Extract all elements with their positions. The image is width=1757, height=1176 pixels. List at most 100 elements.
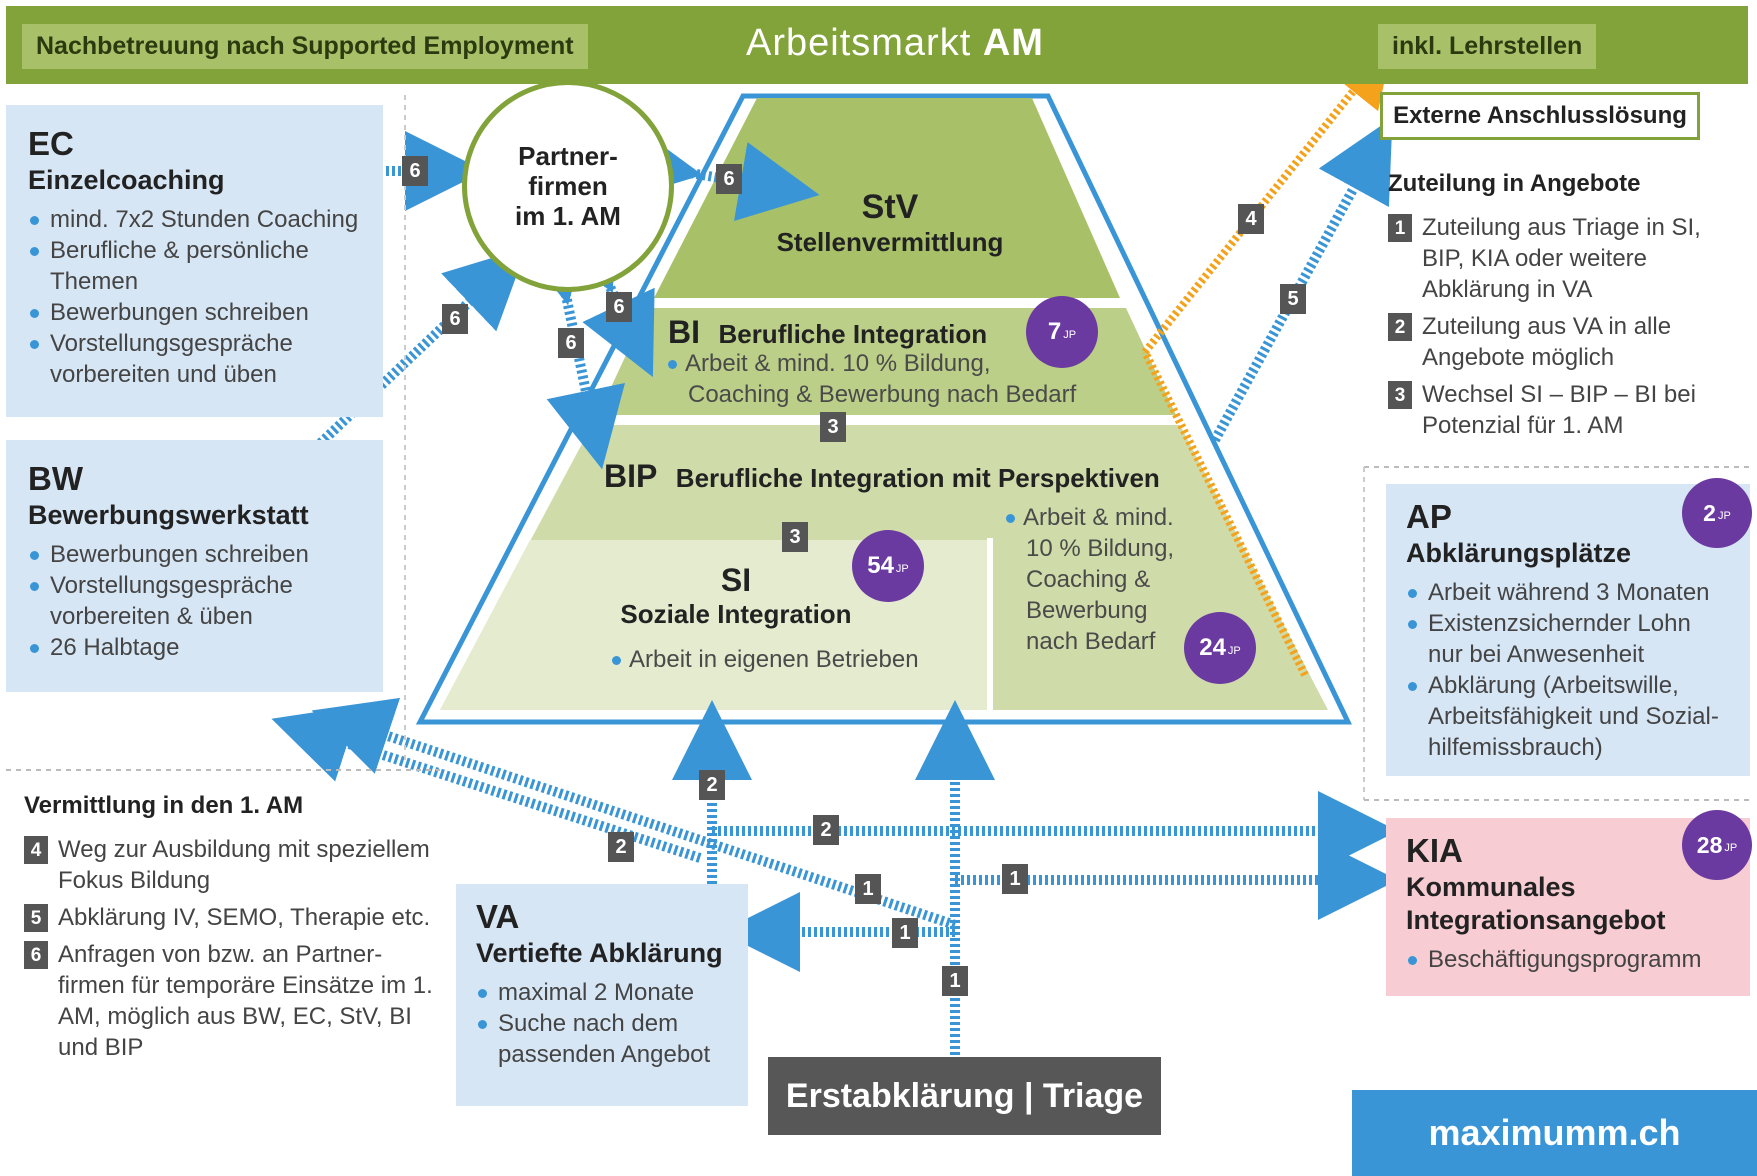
arrow-label-partner-bip: 6 [558, 328, 584, 358]
arrow-4-orange [1141, 350, 1309, 677]
va-list: maximal 2 Monate Suche nach dem passende… [476, 977, 728, 1070]
si-divider [987, 538, 993, 710]
si-abbr: SI [720, 562, 752, 598]
arrow-label-bw-partner: 6 [442, 304, 468, 334]
va-box: VA Vertiefte Abklärung maximal 2 Monate … [456, 884, 748, 1106]
header-left-tag: Nachbetreuung nach Supported Employment [22, 24, 588, 69]
arrow-label-va-right: 2 [813, 815, 839, 845]
ec-box: EC Einzelcoaching mind. 7x2 Stunden Coac… [6, 105, 383, 417]
ec-title: Einzelcoaching [28, 165, 225, 195]
zuteilung-row: 3 Wechsel SI – BIP – BI bei Potenzial für… [1388, 379, 1718, 441]
stv-label: StV Stellenvermittlung [740, 188, 1040, 258]
header-title: Arbeitsmarkt AM [746, 22, 1044, 65]
arrow-triage-diag [311, 697, 957, 930]
va-abbr: VA [476, 898, 520, 935]
arrow-label-ec-partner: 6 [402, 156, 428, 186]
partner-line3: im 1. AM [515, 201, 621, 231]
vermittlung-row: 6 Anfragen von bzw. an Partner­firmen für… [24, 939, 434, 1063]
arrow-label-5: 5 [1280, 284, 1306, 314]
stv-abbr: StV [861, 188, 919, 226]
ec-abbr: EC [28, 125, 74, 162]
vermittlung-text: Anfragen von bzw. an Partner­firmen für … [58, 941, 433, 1061]
zuteilung-row: 1 Zuteilung aus Triage in SI, BIP, KIA od… [1388, 212, 1718, 305]
ap-item: Arbeit während 3 Monaten [1406, 577, 1730, 608]
ap-title: Abklärungsplätze [1406, 538, 1632, 568]
zuteilung-text: Zuteilung aus Triage in SI, BIP, KIA ode… [1422, 214, 1701, 303]
bi-title: Berufliche Integration [718, 319, 988, 349]
bw-item: Vorstellungsgespräche vorbereiten & üben [28, 570, 361, 632]
bw-title: Bewerbungswerkstatt [28, 500, 309, 530]
bip-desc: Arbeit & mind. 10 % Bildung, Coaching & … [1006, 502, 1174, 657]
bi-abbr: BI [668, 314, 700, 350]
bip-label: BIP Berufliche Integration mit Perspekti… [604, 458, 1160, 495]
header-title-light: Arbeitsmarkt [746, 22, 983, 64]
vermittlung-num: 6 [24, 941, 48, 969]
kia-item: Beschäftigungsprogramm [1406, 944, 1730, 975]
arrow-partner-bip [512, 218, 626, 470]
arrow-label-triage-up: 1 [942, 966, 968, 996]
kia-abbr: KIA [1406, 832, 1463, 869]
kia-title2: Integrationsangebot [1406, 905, 1666, 935]
bip-desc-line: nach Bedarf [1026, 628, 1156, 655]
vermittlung-row: 5 Abklärung IV, SEMO, Therapie etc. [24, 902, 434, 933]
si-label: SI Soziale Integration [606, 562, 866, 630]
bi-label: BI Berufliche Integration [668, 314, 987, 351]
bw-item: 26 Halbtage [28, 632, 361, 663]
zuteilung-num: 2 [1388, 313, 1412, 341]
vermittlung-num: 5 [24, 904, 48, 932]
va-item: maximal 2 Monate [476, 977, 728, 1008]
zuteilung-num: 1 [1388, 214, 1412, 242]
bi-desc-line1: Arbeit & mind. 10 % Bildung, [668, 348, 1076, 379]
kia-box: KIA Kommunales Integrationsangebot Besch… [1386, 818, 1750, 996]
vermittlung-text: Abklärung IV, SEMO, Therapie etc. [58, 904, 431, 931]
header-right-tag: inkl. Lehrstellen [1378, 24, 1597, 69]
ec-item: Berufliche & persönliche Themen [28, 235, 361, 297]
triage-box: Erstabklärung | Triage [768, 1057, 1161, 1135]
ap-jp-value: 2 [1703, 499, 1716, 526]
arrow-label-triage-kia: 1 [1002, 864, 1028, 894]
arrow-label-triage-va: 1 [892, 918, 918, 948]
zuteilung-row: 2 Zuteilung aus VA in alle Angebote mögli… [1388, 311, 1718, 373]
kia-list: Beschäftigungsprogramm [1406, 944, 1730, 975]
bw-item: Bewerbungen schreiben [28, 539, 361, 570]
partner-line2: firmen [528, 171, 608, 201]
bip-desc-line: Arbeit & mind. [1006, 502, 1174, 533]
partner-firms-circle: Partner- firmen im 1. AM [462, 80, 674, 292]
ap-abbr: AP [1406, 498, 1452, 535]
vermittlung-num: 4 [24, 836, 48, 864]
va-item: Suche nach dem passenden Angebot [476, 1008, 728, 1070]
bw-abbr: BW [28, 460, 83, 497]
external-solution-box: Externe Anschlusslösung [1380, 92, 1700, 140]
bip-desc-line: 10 % Bildung, [1026, 535, 1175, 562]
arrow-partner-stv [616, 122, 820, 222]
si-item-text: Arbeit in eigenen Betrieben [612, 646, 919, 673]
header-title-bold: AM [982, 22, 1044, 64]
arrow-label-bi-bip: 3 [820, 412, 846, 442]
ec-item: Vorstellungsgespräche vorbereiten und üb… [28, 328, 361, 390]
zuteilung-text: Wechsel SI – BIP – BI bei Potenzial für … [1422, 381, 1696, 439]
jp-suffix: JP [1724, 842, 1738, 854]
ap-item: Abklärung (Arbeitswille, Arbeitsfähigkei… [1406, 670, 1730, 763]
arrow-label-partner-stv: 6 [716, 164, 742, 194]
ec-item: Bewerbungen schreiben [28, 297, 361, 328]
bip-jp-value: 24 [1199, 634, 1226, 661]
zuteilung-text: Zuteilung aus VA in alle Angebote möglic… [1422, 313, 1672, 371]
jp-suffix: JP [895, 563, 909, 575]
bip-title: Berufliche Integration mit Perspektiven [675, 463, 1160, 493]
zuteilung-num: 3 [1388, 381, 1412, 409]
stv-title: Stellenvermittlung [776, 227, 1004, 257]
bip-desc-line: Bewerbung [1026, 597, 1148, 624]
arrow-label-bip-si: 3 [782, 522, 808, 552]
ap-list: Arbeit während 3 Monaten Existenzsichern… [1406, 577, 1730, 763]
brand-footer[interactable]: maximumm.ch [1352, 1090, 1757, 1176]
jp-suffix: JP [1227, 645, 1241, 657]
bi-desc: Arbeit & mind. 10 % Bildung, Coaching & … [668, 348, 1076, 410]
va-title: Vertiefte Abklärung [476, 938, 723, 968]
si-item: Arbeit in eigenen Betrieben [612, 644, 919, 675]
